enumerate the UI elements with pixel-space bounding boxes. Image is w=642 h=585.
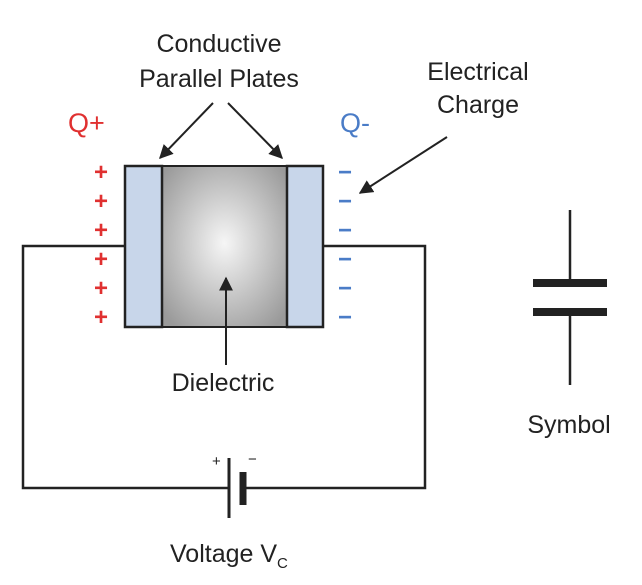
- left-plate: [123, 164, 164, 329]
- symbol-label: Symbol: [527, 411, 610, 439]
- minus-sign: −: [338, 188, 352, 215]
- plus-sign: +: [94, 246, 108, 273]
- minus-sign: −: [338, 246, 352, 273]
- battery-minus-sign: −: [248, 451, 257, 468]
- plus-sign: +: [94, 217, 108, 244]
- plus-sign: +: [94, 275, 108, 302]
- minus-sign: −: [338, 275, 352, 302]
- charge-label-line1: Electrical: [427, 58, 528, 86]
- plus-signs: + + + + + +: [94, 159, 108, 331]
- plates-label-line1: Conductive: [156, 30, 281, 58]
- annotation-arrows: [159, 102, 448, 365]
- battery-icon: [227, 458, 247, 518]
- plus-sign: +: [94, 188, 108, 215]
- capacitor-symbol-icon: [533, 210, 607, 385]
- dielectric-block: [161, 165, 288, 328]
- circuit-wire: [21, 244, 427, 490]
- plus-sign: +: [94, 159, 108, 186]
- dielectric-label: Dielectric: [172, 369, 275, 397]
- positive-charge-label: Q+: [68, 108, 105, 138]
- right-plate: [285, 164, 325, 329]
- negative-charge-label: Q-: [340, 108, 370, 138]
- minus-sign: −: [338, 304, 352, 331]
- minus-signs: − − − − − −: [338, 159, 352, 331]
- minus-sign: −: [338, 159, 352, 186]
- charge-label-line2: Charge: [437, 91, 519, 119]
- plus-sign: +: [94, 304, 108, 331]
- voltage-label: Voltage VC: [170, 540, 288, 572]
- plates-label-line2: Parallel Plates: [139, 65, 299, 93]
- battery-plus-sign: +: [212, 453, 221, 470]
- minus-sign: −: [338, 217, 352, 244]
